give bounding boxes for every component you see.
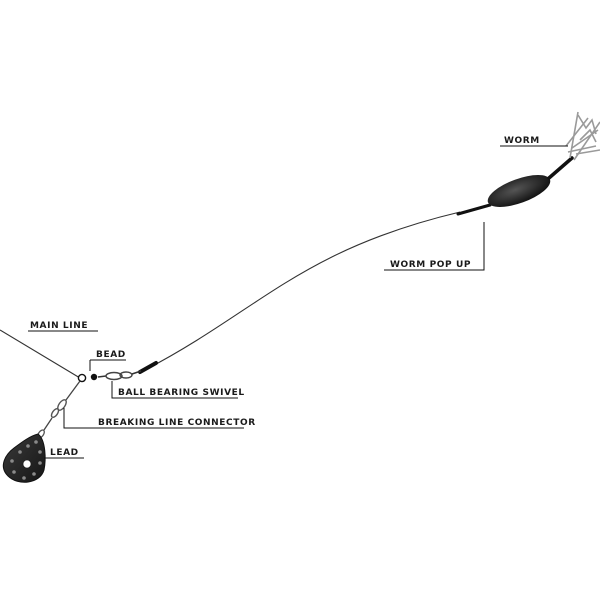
worm-cage: [565, 111, 600, 161]
main-line: [0, 329, 81, 379]
label-worm: WORM: [504, 136, 540, 146]
anti-tangle-sleeve: [138, 361, 158, 374]
ball-bearing-swivel: [90, 370, 142, 381]
lead-weight: [2, 433, 46, 483]
label-ball-bearing-swivel: BALL BEARING SWIVEL: [118, 388, 245, 398]
label-main-line: MAIN LINE: [30, 321, 88, 331]
label-bead: BEAD: [96, 350, 126, 360]
bead: [77, 373, 87, 383]
worm-pop-up: [456, 156, 574, 216]
breaking-line-connector: [37, 380, 81, 439]
label-worm-pop-up: WORM POP UP: [390, 260, 471, 270]
label-lead: LEAD: [50, 448, 79, 458]
label-breaking-line-connector: BREAKING LINE CONNECTOR: [98, 418, 256, 428]
hooklength-line: [144, 211, 461, 371]
